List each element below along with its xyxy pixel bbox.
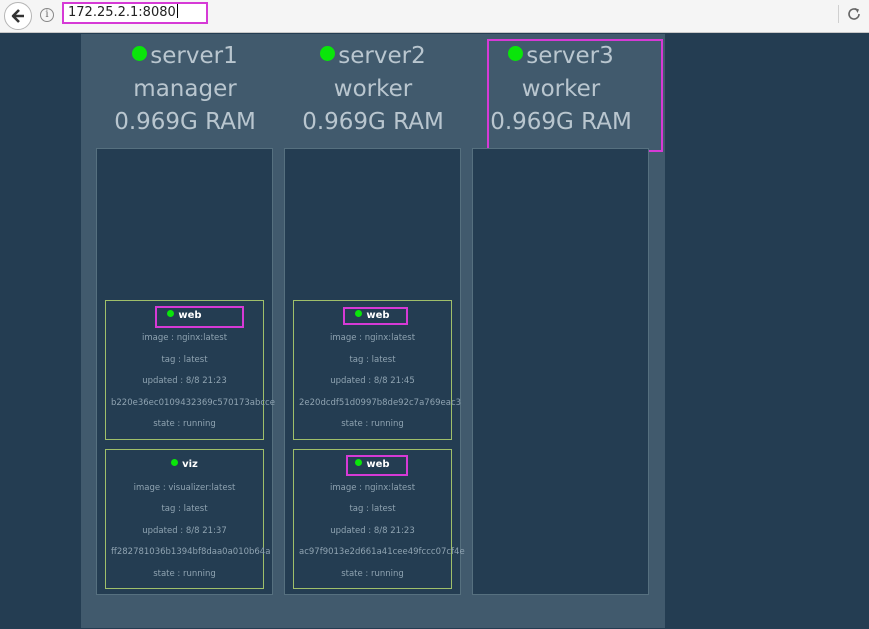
task-updated: updated : 8/8 21:37	[142, 526, 227, 536]
swarm-visualizer-panel: server1 manager 0.969G RAM web image : n…	[81, 34, 665, 628]
task-card[interactable]: web image : nginx:latest tag : latest up…	[105, 300, 275, 440]
task-title: web	[106, 309, 263, 323]
node-column-server1: web image : nginx:latest tag : latest up…	[96, 148, 275, 595]
highlight-box	[343, 307, 408, 325]
node-header-server2: server2 worker 0.969G RAM	[287, 40, 459, 139]
highlight-box	[346, 455, 408, 476]
node-name: server1	[150, 43, 238, 69]
task-id: ac97f9013e2d661a41cee49fccc07cf4e	[299, 547, 465, 557]
task-tag: tag : latest	[161, 504, 208, 514]
back-arrow-icon	[11, 9, 24, 23]
task-state: state : running	[153, 419, 216, 429]
task-title: web	[294, 309, 451, 323]
task-id: ff282781036b1394bf8daa0a010b64a	[111, 547, 271, 557]
task-id: b220e36ec0109432369c570173abcce	[111, 398, 275, 408]
task-card[interactable]: web image : nginx:latest tag : latest up…	[293, 300, 461, 440]
address-bar[interactable]: 172.25.2.1:8080	[62, 2, 208, 24]
highlight-box	[487, 39, 663, 152]
node-ram: 0.969G RAM	[114, 109, 256, 135]
task-image: image : nginx:latest	[329, 333, 416, 343]
node-name: server2	[338, 43, 426, 69]
task-name: web	[178, 310, 202, 321]
node-column-server2: web image : nginx:latest tag : latest up…	[284, 148, 465, 595]
node-role: worker	[333, 76, 413, 102]
status-dot-icon	[132, 46, 148, 61]
task-id: 2e20dcdf51d0997b8de92c7a769eac3	[299, 398, 462, 408]
back-button[interactable]	[4, 2, 32, 30]
task-card[interactable]: web image : nginx:latest tag : latest up…	[293, 449, 465, 589]
status-dot-icon	[508, 46, 524, 61]
site-info-icon[interactable]: i	[40, 8, 54, 22]
browser-toolbar: i 172.25.2.1:8080	[0, 0, 869, 33]
reload-icon[interactable]	[846, 6, 862, 22]
task-image: image : nginx:latest	[141, 333, 228, 343]
task-tag: tag : latest	[349, 355, 396, 365]
task-card[interactable]: viz image : visualizer:latest tag : late…	[105, 449, 270, 589]
address-text: 172.25.2.1:8080	[68, 5, 176, 20]
node-header-server3: server3 worker 0.969G RAM	[475, 40, 647, 139]
task-image: image : visualizer:latest	[133, 483, 236, 493]
node-column-server3	[472, 148, 649, 595]
text-caret	[176, 4, 178, 18]
address-bar-divider	[838, 5, 839, 23]
task-updated: updated : 8/8 21:45	[330, 376, 415, 386]
task-title: web	[294, 458, 451, 472]
node-header-server1: server1 manager 0.969G RAM	[99, 40, 271, 139]
task-name: web	[366, 310, 390, 321]
status-dot-icon	[355, 310, 363, 317]
status-dot-icon	[320, 46, 336, 61]
task-name: viz	[182, 459, 198, 470]
node-role: manager	[133, 76, 237, 102]
task-tag: tag : latest	[349, 504, 396, 514]
status-dot-icon	[171, 459, 179, 466]
status-dot-icon	[167, 310, 175, 317]
task-updated: updated : 8/8 21:23	[142, 376, 227, 386]
task-state: state : running	[153, 569, 216, 579]
node-ram: 0.969G RAM	[302, 109, 444, 135]
task-name: web	[366, 459, 390, 470]
task-tag: tag : latest	[161, 355, 208, 365]
node-role: worker	[521, 76, 601, 102]
task-updated: updated : 8/8 21:23	[330, 526, 415, 536]
task-state: state : running	[341, 569, 404, 579]
highlight-box	[155, 306, 244, 328]
node-name: server3	[526, 43, 614, 69]
task-title: viz	[106, 458, 263, 472]
status-dot-icon	[355, 459, 363, 466]
task-image: image : nginx:latest	[329, 483, 416, 493]
node-ram: 0.969G RAM	[490, 109, 632, 135]
task-state: state : running	[341, 419, 404, 429]
